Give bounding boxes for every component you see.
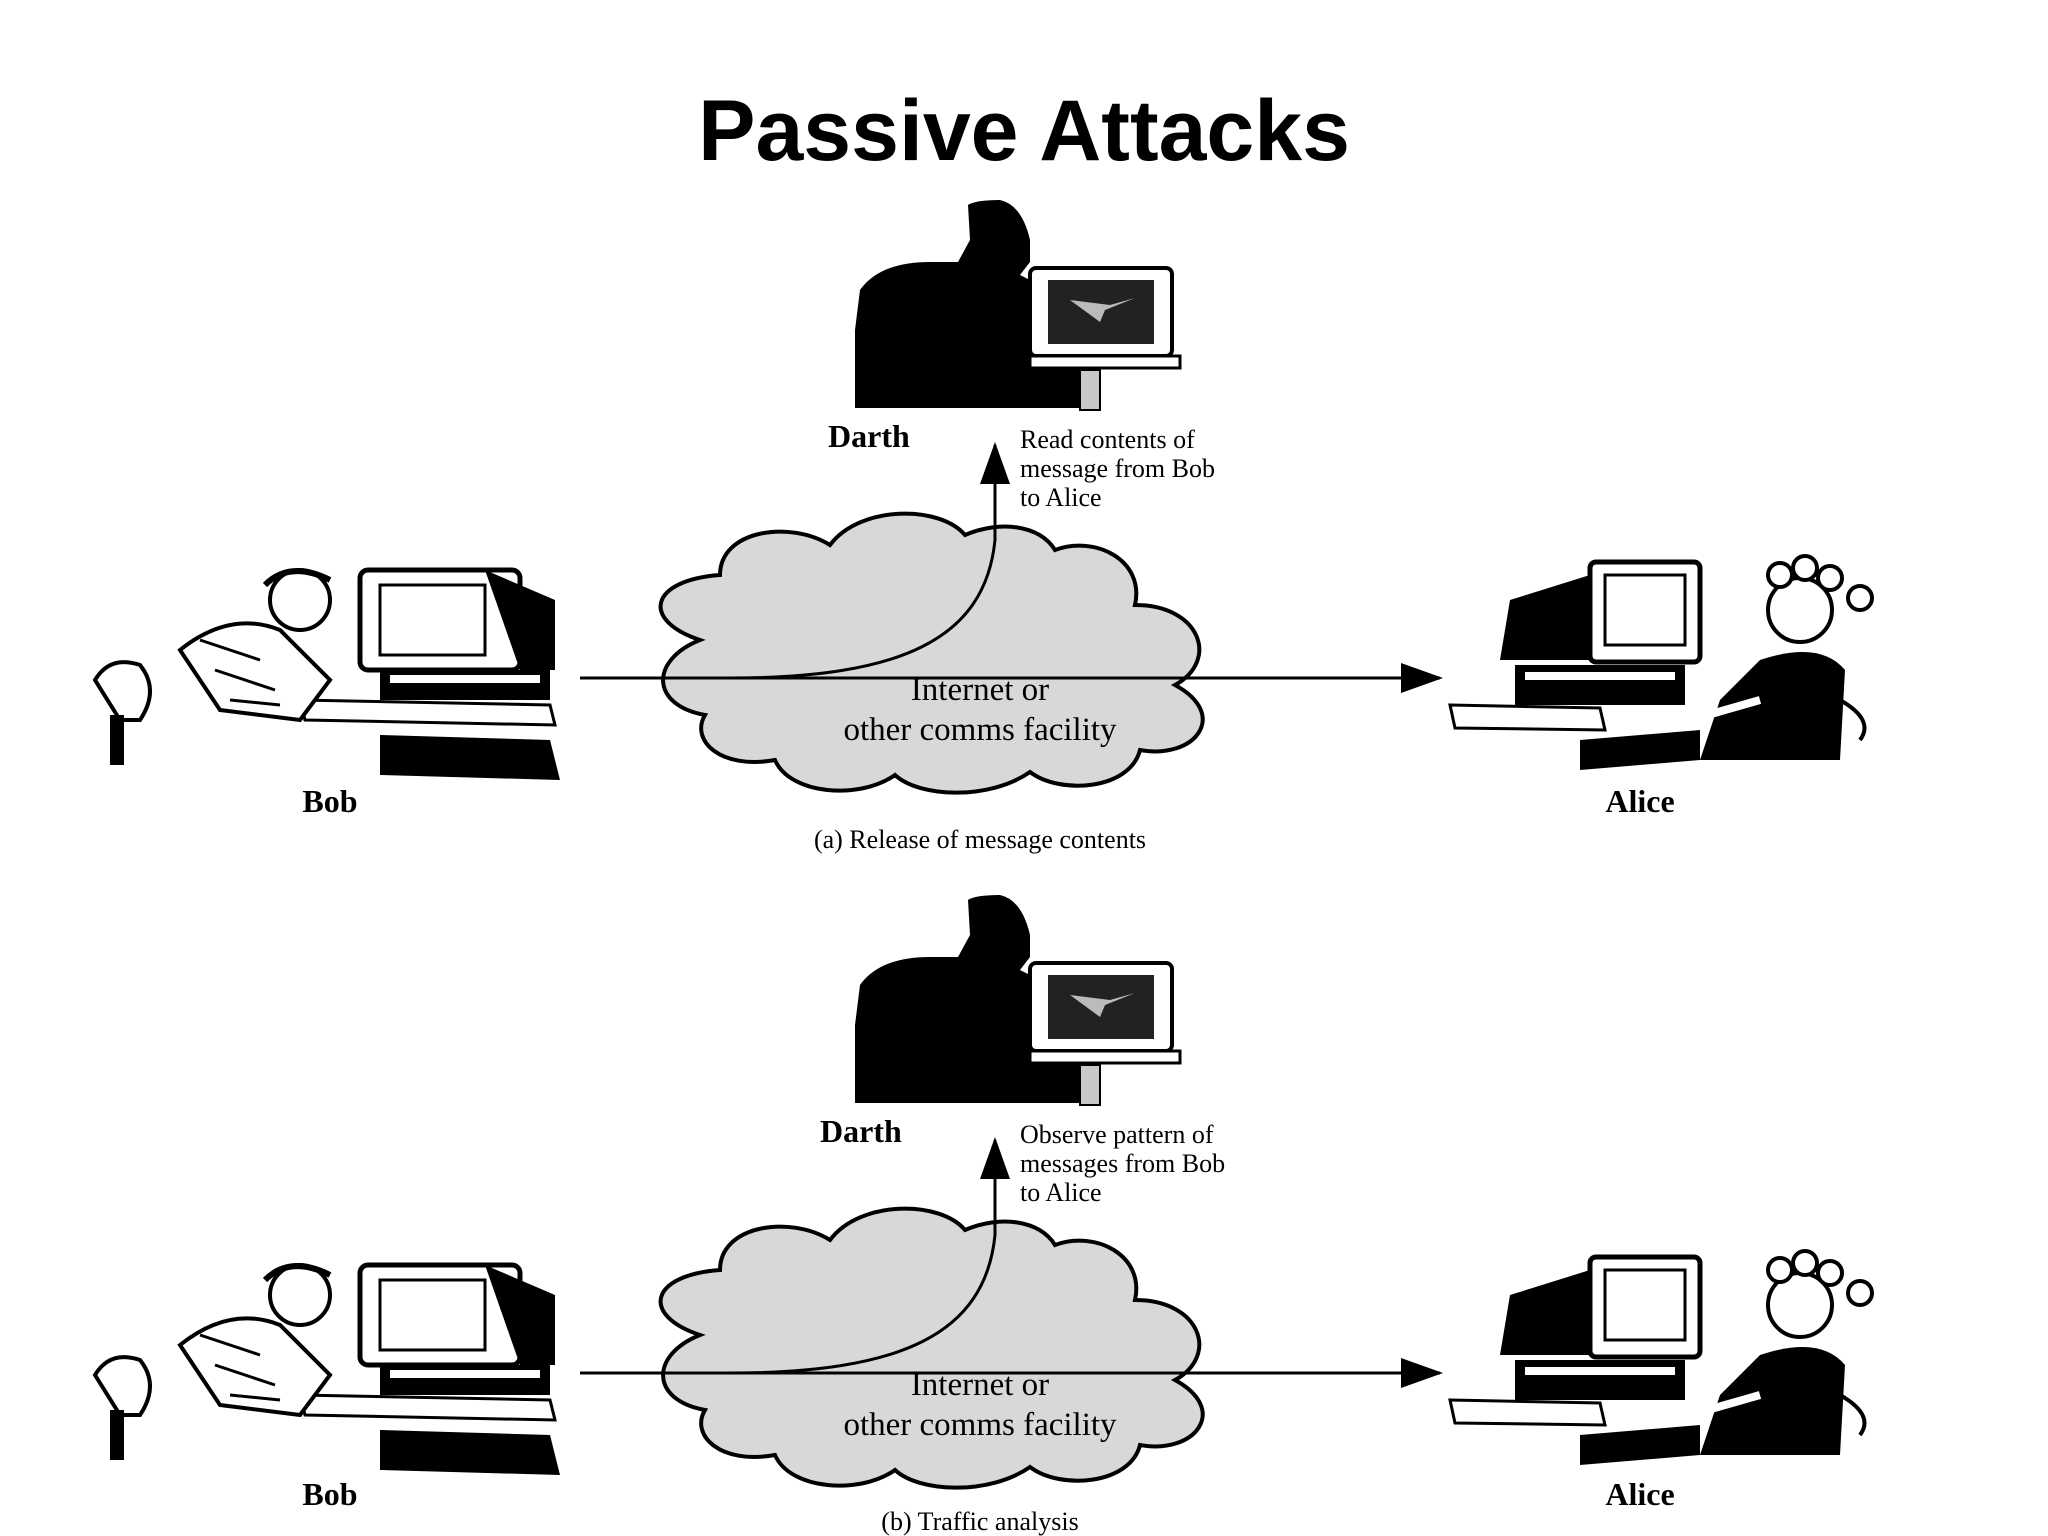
cloud-label: other comms facility (843, 712, 1117, 748)
alice-figure (1448, 554, 1874, 770)
panel-caption: (b) Traffic analysis (881, 1507, 1078, 1536)
attack-note: Read contents of message from Bob to Ali… (1020, 425, 1215, 512)
alice-figure (1448, 1249, 1874, 1465)
cloud-label: other comms facility (843, 1407, 1117, 1443)
attack-note: Observe pattern of messages from Bob to … (1020, 1120, 1225, 1207)
note-line: Observe pattern of (1020, 1120, 1214, 1149)
darth-label: Darth (820, 1113, 902, 1149)
bob-figure (92, 567, 560, 780)
bob-label: Bob (302, 783, 357, 819)
internet-cloud (658, 1206, 1205, 1490)
note-line: message from Bob (1020, 454, 1215, 483)
bob-figure (92, 1262, 560, 1475)
darth-figure (855, 895, 1182, 1106)
bob-label: Bob (302, 1476, 357, 1512)
alice-label: Alice (1605, 783, 1674, 819)
note-line: messages from Bob (1020, 1149, 1225, 1178)
intercept-arrow (729, 1137, 1010, 1375)
note-line: Read contents of (1020, 425, 1195, 454)
alice-label: Alice (1605, 1476, 1674, 1512)
note-line: to Alice (1020, 483, 1102, 512)
darth-label: Darth (828, 418, 910, 454)
panel-caption: (a) Release of message contents (814, 825, 1146, 854)
intercept-arrow (729, 442, 1010, 680)
darth-figure (855, 200, 1182, 411)
note-line: to Alice (1020, 1178, 1102, 1207)
slide-title: Passive Attacks (698, 83, 1350, 179)
panel-traffic-analysis: Darth Observe pattern of messages from B… (92, 895, 1874, 1536)
panel-release-of-contents: Darth Read contents of message from Bob … (92, 200, 1874, 854)
internet-cloud (658, 511, 1205, 795)
